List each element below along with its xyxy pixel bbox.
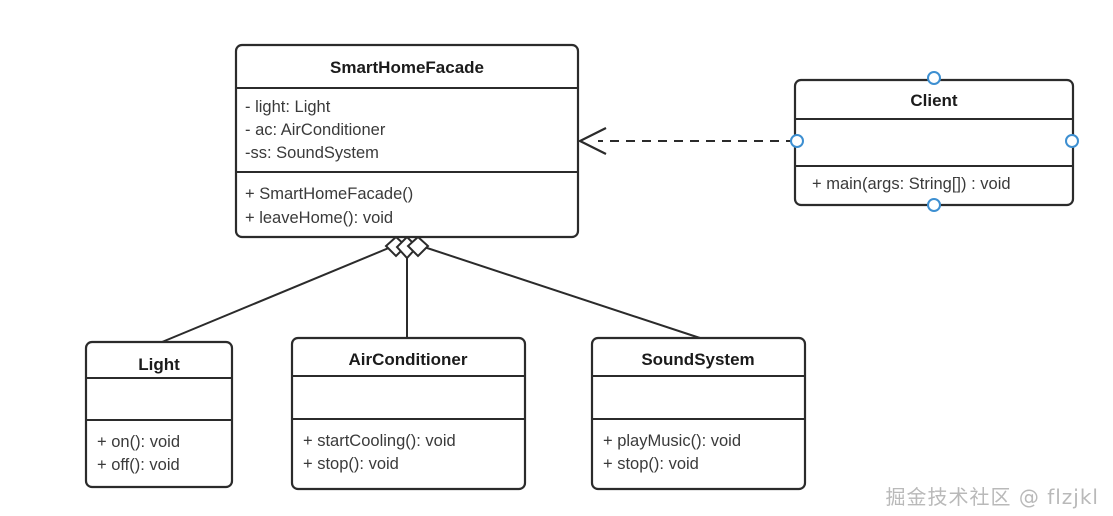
class-name-smarthomefacade: SmartHomeFacade: [330, 58, 484, 77]
class-name-light: Light: [138, 355, 180, 374]
class-name-client: Client: [910, 91, 958, 110]
aggregation-line-light: [161, 244, 397, 343]
class-method: + stop(): void: [303, 455, 399, 473]
aggregation-diamond-soundsystem: [406, 235, 430, 258]
resize-handle-top[interactable]: [927, 71, 941, 85]
class-attribute: - light: Light: [245, 98, 331, 116]
class-method: + SmartHomeFacade(): [245, 185, 413, 203]
relationship-aggregation-facade-soundsystem[interactable]: [406, 235, 701, 339]
class-method: + startCooling(): void: [303, 432, 456, 450]
class-method: + leaveHome(): void: [245, 209, 393, 227]
class-attribute: - ac: AirConditioner: [245, 121, 386, 139]
relationship-aggregation-facade-light[interactable]: [161, 235, 408, 343]
resize-handle-right[interactable]: [1065, 134, 1079, 148]
class-box-airconditioner[interactable]: AirConditioner + startCooling(): void + …: [290, 336, 527, 491]
watermark-text: 掘金技术社区 @ flzjkl: [885, 485, 1099, 509]
class-method: + stop(): void: [603, 455, 699, 473]
class-method: + playMusic(): void: [603, 432, 741, 450]
class-outline: [234, 43, 580, 239]
class-name-soundsystem: SoundSystem: [641, 350, 754, 369]
resize-handle-bottom[interactable]: [927, 198, 941, 212]
class-box-smarthomefacade[interactable]: SmartHomeFacade - light: Light - ac: Air…: [234, 43, 580, 239]
class-box-soundsystem[interactable]: SoundSystem + playMusic(): void + stop()…: [590, 336, 807, 491]
class-box-client[interactable]: Client + main(args: String[]) : void: [793, 78, 1075, 207]
class-box-light[interactable]: Light + on(): void + off(): void: [84, 340, 234, 489]
resize-handle-left[interactable]: [790, 134, 804, 148]
relationship-dependency-client-facade[interactable]: [577, 127, 795, 155]
class-attribute: -ss: SoundSystem: [245, 144, 379, 162]
dependency-open-arrowhead: [577, 127, 607, 155]
selection-handles-client[interactable]: [790, 71, 1079, 212]
aggregation-line-soundsystem: [417, 244, 701, 339]
class-method: + main(args: String[]) : void: [812, 175, 1011, 193]
class-method: + on(): void: [97, 433, 180, 451]
class-name-airconditioner: AirConditioner: [349, 350, 468, 369]
class-method: + off(): void: [97, 456, 180, 474]
